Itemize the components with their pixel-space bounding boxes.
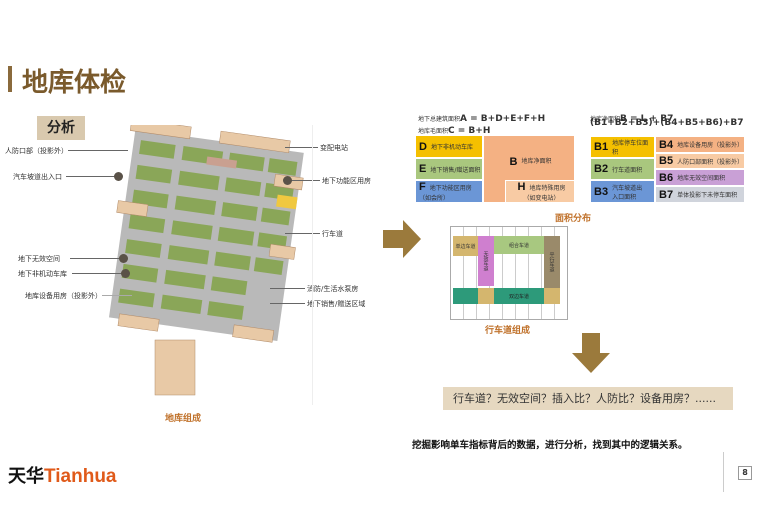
basement-map bbox=[95, 118, 310, 400]
area-caption: 面积分布 bbox=[555, 214, 592, 224]
down-arrow-icon bbox=[572, 333, 610, 373]
lane-parallel: 平行车道 bbox=[544, 236, 560, 288]
lane-combined: 组合车道 bbox=[494, 236, 544, 254]
lane-single: 单边车道 bbox=[453, 236, 478, 256]
lane-double-left-segment bbox=[453, 288, 478, 304]
map-label-ramp: 汽车坡道出入口 bbox=[13, 173, 62, 181]
map-caption: 地库组成 bbox=[165, 414, 202, 424]
map-label-bike-garage: 地下非机动车库 bbox=[18, 270, 67, 278]
lane-invalid: 无效车道 bbox=[478, 236, 494, 286]
lanes-caption: 行车道组成 bbox=[485, 326, 531, 336]
section-label: 分析 bbox=[37, 116, 85, 140]
map-label-sales-area: 地下销售/赠送区域 bbox=[307, 300, 366, 308]
map-label-function-rooms: 地下功能区用房 bbox=[322, 177, 371, 185]
lane-diagram: 单边车道 无效车道 组合车道 平行车道 双边车道 bbox=[450, 226, 568, 320]
right-arrow-icon bbox=[383, 220, 421, 258]
page-number: 8 bbox=[738, 466, 752, 480]
lane-connector-right bbox=[544, 288, 560, 304]
lane-double: 双边车道 bbox=[494, 288, 544, 304]
map-label-driveway: 行车道 bbox=[322, 230, 343, 238]
title-bar-accent bbox=[8, 66, 12, 92]
map-label-equipment: 地库设备用房（投影外） bbox=[25, 292, 102, 300]
formula-a: 地下总建筑面积A = B+D+E+F+H bbox=[418, 114, 546, 124]
lane-connector-left bbox=[478, 288, 494, 304]
conclusion-text: 挖掘影响单车指标背后的数据，进行分析，找到其中的逻辑关系。 bbox=[412, 440, 688, 451]
questions-box: 行车道？无效空间？插入比？人防比？设备用房？...... bbox=[443, 387, 733, 410]
map-label-civil-defense: 人防口部（投影外） bbox=[5, 147, 68, 155]
map-label-invalid-space: 地下无效空间 bbox=[18, 255, 60, 263]
formula-c: 地库毛面积C = B+H bbox=[418, 126, 491, 136]
map-label-substation: 变配电站 bbox=[320, 144, 348, 152]
formula-b-expanded: (B1+B2+B3)+(B4+B5+B6)+B7 bbox=[590, 118, 744, 128]
logo: 天华Tianhua bbox=[8, 466, 117, 487]
formula-b: 地库净面积B = L + B7 bbox=[590, 114, 674, 124]
page-title: 地库体检 bbox=[22, 68, 127, 98]
map-label-pump-room: 消防/生活水泵房 bbox=[307, 285, 359, 293]
